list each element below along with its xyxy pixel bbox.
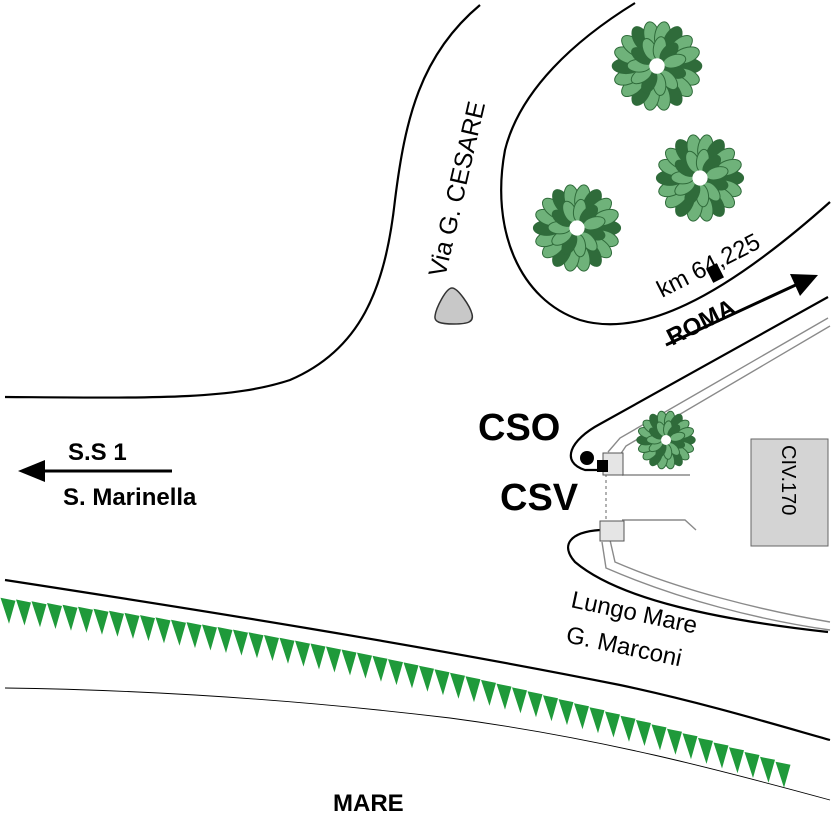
hedge-triangle-icon bbox=[202, 624, 217, 651]
hedge-triangle-icon bbox=[372, 655, 388, 682]
hedge-triangle-icon bbox=[512, 687, 527, 714]
roma-arrow-icon bbox=[665, 274, 818, 347]
hedge-triangle-icon bbox=[403, 662, 419, 689]
hedge-triangle-icon bbox=[78, 606, 93, 633]
hedge-triangle-icon bbox=[667, 728, 682, 755]
hedge-triangle-icon bbox=[93, 608, 109, 635]
hedge-triangle-icon bbox=[636, 720, 651, 746]
lower-curb-outer bbox=[609, 539, 831, 623]
roma-label: ROMA bbox=[662, 294, 740, 351]
hedge-triangle-icon bbox=[574, 703, 589, 730]
cso-label: CSO bbox=[478, 407, 560, 449]
triangle-landmark-icon bbox=[434, 287, 474, 325]
hedge-triangle-icon bbox=[682, 733, 698, 760]
hedge-triangle-icon bbox=[62, 604, 78, 631]
hedge-triangle-icon bbox=[109, 610, 124, 637]
hedge-triangle-icon bbox=[419, 665, 434, 692]
hedge-triangle-icon bbox=[729, 747, 744, 774]
marinella-label: S. Marinella bbox=[63, 484, 197, 511]
tree-group bbox=[532, 21, 745, 470]
tree-icon bbox=[611, 21, 703, 111]
hedge-row bbox=[0, 597, 791, 788]
csv-label: CSV bbox=[500, 477, 579, 519]
ss1-label: S.S 1 bbox=[68, 439, 127, 466]
hedge-triangle-icon bbox=[481, 679, 496, 706]
hedge-triangle-icon bbox=[357, 652, 372, 679]
mare-label: MARE bbox=[333, 790, 404, 817]
hedge-triangle-icon bbox=[248, 632, 264, 659]
shoreline bbox=[4, 687, 831, 801]
hedge-triangle-icon bbox=[698, 737, 713, 764]
hedge-triangle-icon bbox=[496, 683, 512, 710]
hedge-triangle-icon bbox=[326, 646, 341, 673]
hedge-triangle-icon bbox=[450, 672, 465, 699]
lower-curb-inner bbox=[601, 541, 831, 631]
hedge-triangle-icon bbox=[589, 707, 605, 734]
hedge-triangle-icon bbox=[264, 635, 279, 661]
km-marker-icon bbox=[706, 263, 724, 283]
tree-icon bbox=[636, 410, 696, 470]
hedge-triangle-icon bbox=[744, 752, 760, 778]
hedge-triangle-icon bbox=[233, 629, 248, 656]
csv-marker-icon bbox=[597, 460, 608, 472]
junction-island-edge bbox=[569, 296, 829, 472]
hedge-triangle-icon bbox=[295, 640, 310, 667]
hedge-triangle-icon bbox=[543, 695, 558, 722]
hedge-triangle-icon bbox=[140, 615, 155, 642]
cso-marker-icon bbox=[580, 451, 594, 465]
tree-icon bbox=[655, 134, 745, 222]
hedge-triangle-icon bbox=[31, 601, 47, 628]
hedge-triangle-icon bbox=[341, 649, 357, 676]
hedge-triangle-icon bbox=[605, 711, 620, 738]
hedge-triangle-icon bbox=[279, 637, 295, 664]
hedge-triangle-icon bbox=[388, 659, 403, 686]
gate-box-bottom bbox=[599, 520, 625, 542]
hedge-triangle-icon bbox=[155, 617, 171, 644]
coastline-road-edge bbox=[4, 578, 831, 742]
upper-curb-outer bbox=[607, 317, 829, 453]
civ-box bbox=[750, 438, 829, 547]
tree-icon bbox=[532, 184, 622, 272]
hedge-triangle-icon bbox=[0, 597, 16, 624]
hedge-triangle-icon bbox=[171, 619, 186, 646]
hedge-triangle-icon bbox=[465, 676, 481, 703]
hedge-triangle-icon bbox=[527, 691, 543, 718]
hedge-triangle-icon bbox=[713, 742, 729, 769]
via-cesare-right-edge bbox=[500, 2, 831, 326]
civ-label: CIV.170 bbox=[777, 445, 799, 515]
hedge-triangle-icon bbox=[434, 669, 450, 696]
gate-line-bottom bbox=[622, 519, 697, 531]
hedge-triangle-icon bbox=[217, 627, 233, 653]
hedge-triangle-icon bbox=[47, 603, 62, 629]
ss1-arrow-icon bbox=[18, 460, 172, 482]
hedge-triangle-icon bbox=[186, 622, 202, 649]
hedge-triangle-icon bbox=[124, 612, 140, 639]
hedge-triangle-icon bbox=[620, 715, 636, 742]
via-cesare-left-edge bbox=[4, 4, 481, 399]
hedge-triangle-icon bbox=[558, 699, 574, 726]
hedge-triangle-icon bbox=[760, 756, 775, 783]
hedge-triangle-icon bbox=[16, 599, 31, 626]
hedge-triangle-icon bbox=[775, 761, 791, 788]
road-edges bbox=[4, 2, 831, 742]
via-cesare-label: Via G. CESARE bbox=[424, 99, 491, 279]
lungo-mare-island-edge bbox=[567, 528, 829, 634]
hedge-triangle-icon bbox=[310, 643, 326, 670]
hedge-triangle-icon bbox=[651, 724, 667, 751]
inner-curbs bbox=[601, 317, 831, 631]
